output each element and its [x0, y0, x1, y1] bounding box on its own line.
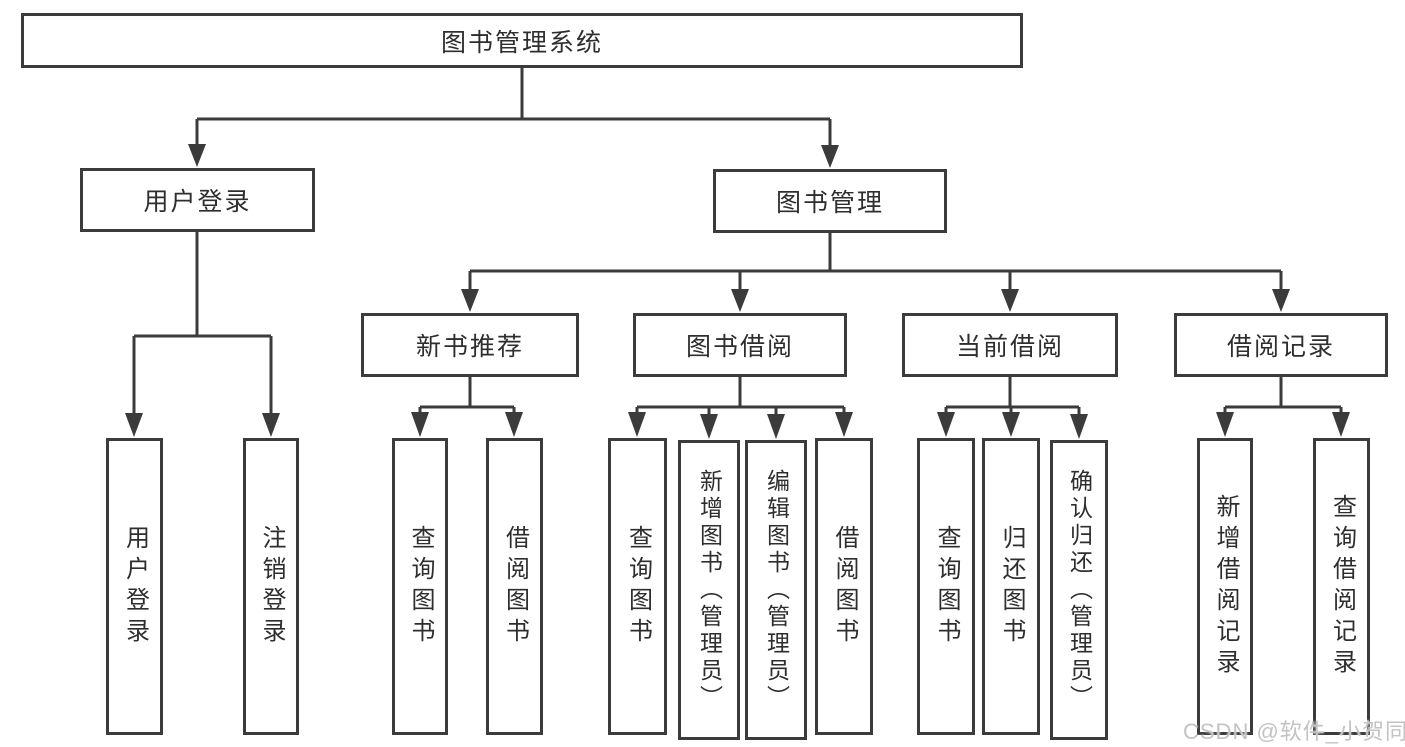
- connector-user-login-children: [125, 232, 280, 437]
- leaf-logout: 注销登录: [243, 438, 299, 735]
- leaf-logout-label: 注销登录: [258, 524, 285, 649]
- leaf-newbook-query-books-label: 查询图书: [407, 524, 434, 649]
- node-current-borrow: 当前借阅: [902, 313, 1118, 377]
- connector-book-management-sections: [461, 233, 1290, 312]
- leaf-borrow-query-books-label: 查询图书: [624, 524, 652, 649]
- leaf-current-query-books: 查询图书: [917, 438, 975, 735]
- connector-root-to-level2: [188, 68, 839, 168]
- leaf-newbook-query-books: 查询图书: [392, 438, 448, 735]
- leaf-borrow-query-books: 查询图书: [608, 438, 667, 735]
- node-user-login: 用户登录: [80, 168, 315, 232]
- leaf-borrow-borrow-books: 借阅图书: [815, 438, 873, 735]
- leaf-current-confirm-return-admin: 确认归还（管理员）: [1050, 440, 1108, 740]
- node-root: 图书管理系统: [21, 13, 1023, 68]
- node-book-borrow: 图书借阅: [633, 313, 847, 377]
- leaf-current-return-books: 归还图书: [982, 438, 1040, 735]
- leaf-borrow-edit-books-admin: 编辑图书（管理员）: [745, 440, 807, 740]
- node-new-book-recommend: 新书推荐: [361, 313, 579, 377]
- leaf-current-confirm-return-admin-label: 确认归还（管理员）: [1066, 468, 1093, 712]
- leaf-current-return-books-label: 归还图书: [998, 524, 1025, 649]
- node-borrow-records: 借阅记录: [1174, 313, 1388, 377]
- leaf-newbook-borrow-books-label: 借阅图书: [501, 524, 529, 649]
- leaf-user-login: 用户登录: [106, 438, 163, 735]
- leaf-records-query-record: 查询借阅记录: [1313, 438, 1370, 735]
- node-book-management: 图书管理: [713, 169, 947, 233]
- watermark: CSDN @软件_小贺同学: [1183, 719, 1405, 744]
- leaf-borrow-add-books-admin-label: 新增图书（管理员）: [696, 468, 723, 712]
- leaf-borrow-add-books-admin: 新增图书（管理员）: [678, 440, 740, 740]
- connector-book-borrow-children: [628, 377, 853, 439]
- leaf-records-add-record: 新增借阅记录: [1197, 438, 1253, 735]
- leaf-current-query-books-label: 查询图书: [933, 524, 960, 649]
- leaf-borrow-borrow-books-label: 借阅图书: [831, 524, 858, 649]
- connector-current-borrow-children: [937, 377, 1088, 439]
- leaf-records-add-record-label: 新增借阅记录: [1212, 493, 1239, 680]
- leaf-borrow-edit-books-admin-label: 编辑图书（管理员）: [763, 468, 790, 712]
- connector-borrow-records-children: [1216, 377, 1350, 437]
- leaf-user-login-label: 用户登录: [121, 524, 149, 649]
- connector-new-book-children: [411, 377, 523, 437]
- leaf-newbook-borrow-books: 借阅图书: [486, 438, 543, 735]
- leaf-records-query-record-label: 查询借阅记录: [1328, 493, 1356, 680]
